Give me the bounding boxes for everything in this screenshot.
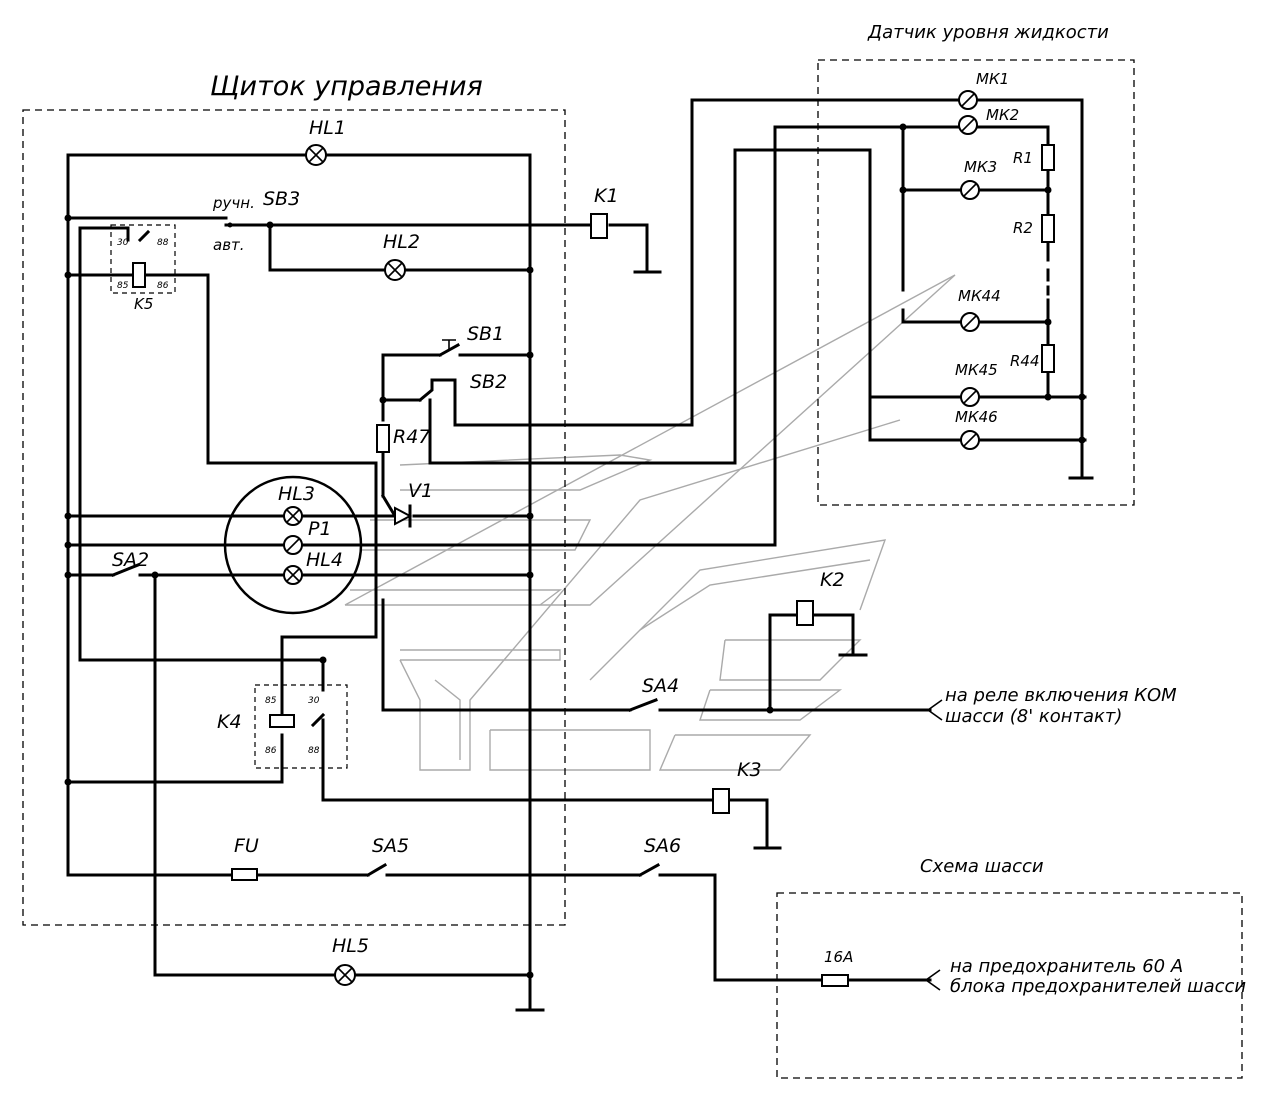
- wiring: [66, 98, 1094, 1012]
- label-manual: ручн.: [212, 194, 255, 212]
- k4-pin-85: 85: [265, 696, 277, 706]
- resistor-r44: [1041, 344, 1055, 373]
- button-sb2: [417, 378, 434, 403]
- control-panel-boundary: [22, 109, 566, 926]
- relay-k3-coil: [712, 788, 730, 814]
- gauge-p1-housing: [223, 475, 363, 615]
- note-fuse-line1: на предохранитель 60 А: [950, 956, 1183, 977]
- label-mk3: МК3: [964, 158, 997, 176]
- label-hl2: HL2: [383, 231, 420, 253]
- label-k4: K4: [217, 711, 242, 733]
- label-sb2: SB2: [470, 371, 507, 393]
- label-p1: P1: [308, 518, 332, 540]
- button-sb1: [437, 339, 461, 358]
- label-k5: K5: [134, 295, 153, 313]
- label-sb3: SB3: [263, 188, 300, 210]
- note-fuse-line2: блока предохранителей шасси: [950, 976, 1246, 997]
- k4-pin-88: 88: [308, 746, 320, 756]
- k5-pin-30: 30: [117, 238, 129, 248]
- lamp-hl5: [334, 964, 356, 986]
- chassis-title: Схема шасси: [920, 856, 1044, 877]
- label-r47: R47: [393, 426, 430, 448]
- chassis-boundary: [776, 892, 1243, 1079]
- relay-k4-coil: [269, 714, 295, 728]
- switch-sa4: [628, 698, 658, 712]
- fuse-fu: [231, 868, 258, 881]
- electrode-mk46: [960, 430, 980, 450]
- label-mk46: МК46: [955, 408, 998, 426]
- label-hl1: HL1: [309, 117, 346, 139]
- sensor-title: Датчик уровня жидкости: [867, 22, 1109, 43]
- label-sb1: SB1: [467, 323, 504, 345]
- relay-k2-coil: [796, 600, 814, 626]
- label-sa2: SA2: [112, 549, 149, 571]
- resistor-r2: [1041, 214, 1055, 243]
- ladder-break-marks: [901, 268, 1050, 296]
- relay-k1-coil: [590, 213, 608, 239]
- lamp-hl1: [305, 144, 327, 166]
- lamp-hl3: [283, 506, 303, 526]
- electrode-mk1: [958, 90, 978, 110]
- label-sa6: SA6: [644, 835, 681, 857]
- electrode-mk2: [958, 115, 978, 135]
- label-sa5: SA5: [372, 835, 409, 857]
- electrode-mk45: [960, 387, 980, 407]
- resistor-r47: [376, 424, 390, 453]
- relay-k5-coil: [132, 262, 146, 288]
- k4-relay-boundary: [254, 684, 348, 769]
- level-sensor-boundary: [817, 59, 1135, 506]
- relay-k5-contact: [137, 229, 151, 243]
- label-r2: R2: [1013, 219, 1033, 237]
- diode-v1: [394, 504, 413, 528]
- switch-sb3: [211, 216, 233, 228]
- switch-sa2: [111, 563, 140, 577]
- k5-pin-86: 86: [157, 281, 169, 291]
- panel-title: Щиток управления: [210, 71, 483, 102]
- label-v1: V1: [408, 480, 433, 502]
- label-mk2: МК2: [986, 106, 1019, 124]
- lamp-hl2: [384, 259, 406, 281]
- gauge-p1: [283, 535, 303, 555]
- k4-pin-30: 30: [308, 696, 320, 706]
- switch-sa6: [637, 862, 661, 878]
- electrode-mk3: [960, 180, 980, 200]
- label-r44: R44: [1010, 352, 1040, 370]
- lamp-hl4: [283, 565, 303, 585]
- label-mk45: МК45: [955, 361, 998, 379]
- resistor-r1: [1041, 144, 1055, 171]
- k5-pin-88: 88: [157, 238, 169, 248]
- note-kom-line1: на реле включения КОМ: [945, 685, 1177, 706]
- k5-relay-boundary: [110, 224, 176, 294]
- label-k3: K3: [737, 759, 762, 781]
- label-k1: K1: [594, 185, 619, 207]
- label-r1: R1: [1013, 149, 1033, 167]
- label-hl5: HL5: [332, 935, 369, 957]
- label-mk1: МК1: [976, 70, 1009, 88]
- fuse-16a: [821, 974, 849, 987]
- relay-k4-contact: [310, 712, 326, 728]
- watermark-logo: [344, 274, 956, 771]
- k5-pin-85: 85: [117, 281, 129, 291]
- label-fuse-16a: 16А: [824, 948, 853, 966]
- note-kom-line2: шасси (8' контакт): [945, 706, 1122, 727]
- junction-dots: [64, 123, 1086, 979]
- label-auto: авт.: [213, 236, 245, 254]
- fuse-terminal-arrow: [924, 969, 941, 991]
- label-k2: K2: [820, 569, 845, 591]
- label-hl3: HL3: [278, 483, 315, 505]
- switch-sa5: [365, 862, 388, 878]
- label-hl4: HL4: [306, 549, 343, 571]
- label-mk44: МК44: [958, 287, 1001, 305]
- electrode-mk44: [960, 312, 980, 332]
- kom-terminal-arrow: [926, 699, 943, 721]
- label-fu: FU: [234, 835, 259, 857]
- k4-pin-86: 86: [265, 746, 277, 756]
- label-sa4: SA4: [642, 675, 679, 697]
